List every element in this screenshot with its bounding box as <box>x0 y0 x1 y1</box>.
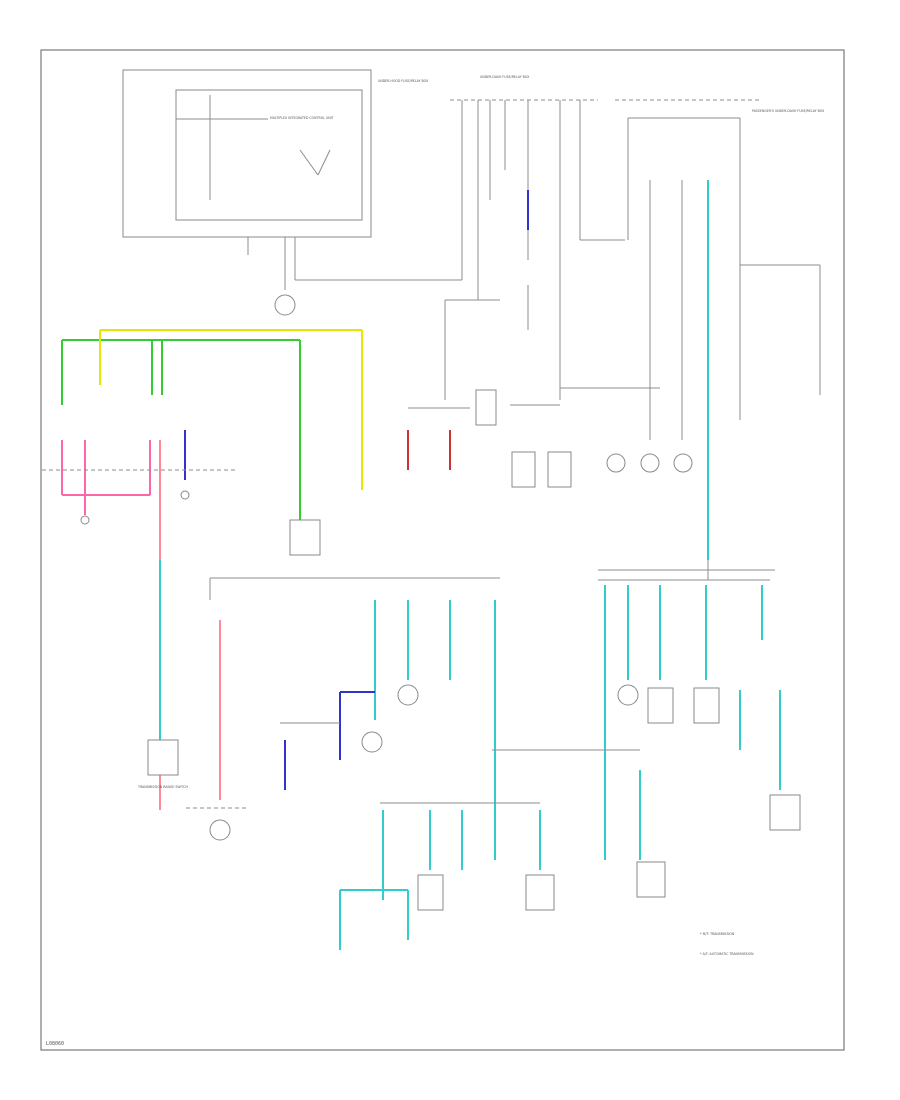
svg-text:UNDER-HOOD FUSE/RELAY BOX: UNDER-HOOD FUSE/RELAY BOX <box>378 79 429 83</box>
svg-text:* A/T: AUTOMATIC TRANSMISSION: * A/T: AUTOMATIC TRANSMISSION <box>700 952 754 956</box>
svg-text:TRANSMISSION RANGE SWITCH: TRANSMISSION RANGE SWITCH <box>137 785 188 789</box>
center-cyan-branches <box>280 600 496 860</box>
left-colored-wires <box>42 329 363 810</box>
mid-right-components <box>407 299 693 488</box>
transmission-section: TRANSMISSION RANGE SWITCH <box>137 560 500 841</box>
passenger-fuse-box: PASSENGER'S UNDER-DASH FUSE/RELAY BOX <box>615 99 825 580</box>
diagram-frame <box>40 49 845 1051</box>
corner-code: L08060 <box>46 1041 64 1047</box>
under-dash-fuse-box: UNDER-DASH FUSE/RELAY BOX <box>450 75 625 400</box>
lower-bus <box>339 749 640 950</box>
svg-text:* M/T: TRANSMISSION: * M/T: TRANSMISSION <box>700 932 735 936</box>
svg-text:UNDER-DASH FUSE/RELAY BOX: UNDER-DASH FUSE/RELAY BOX <box>480 75 530 79</box>
right-cyan-branches <box>598 569 801 898</box>
svg-text:MULTIPLEX INTEGRATED CONTROL U: MULTIPLEX INTEGRATED CONTROL UNIT <box>270 116 334 120</box>
notes: * M/T: TRANSMISSION * A/T: AUTOMATIC TRA… <box>700 932 754 956</box>
multiplex-module: MULTIPLEX INTEGRATED CONTROL UNIT UNDER-… <box>122 69 463 316</box>
svg-text:PASSENGER'S UNDER-DASH FUSE/RE: PASSENGER'S UNDER-DASH FUSE/RELAY BOX <box>752 109 825 113</box>
